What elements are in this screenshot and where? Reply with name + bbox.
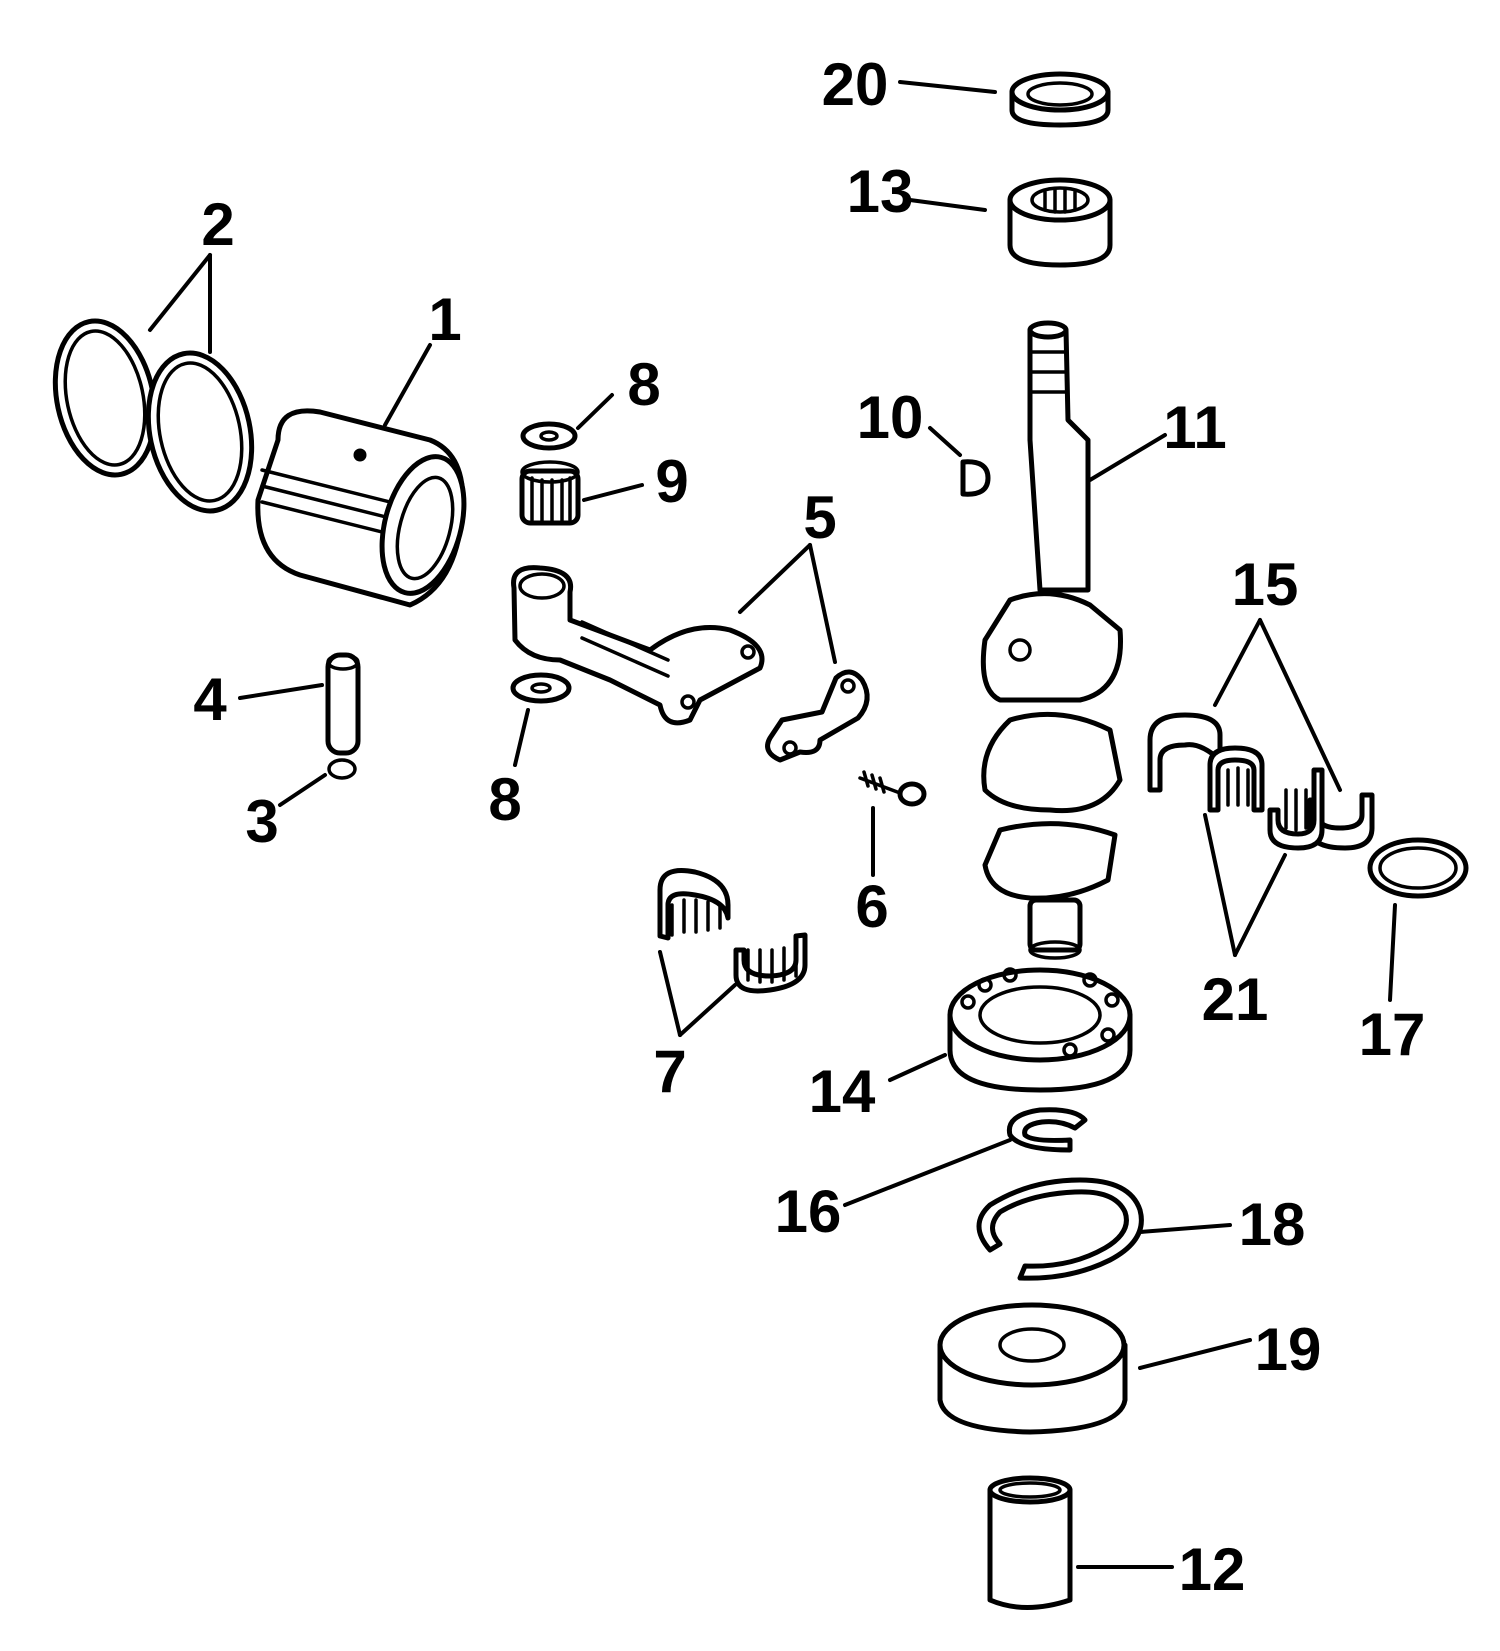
rod-cap-screw [858, 770, 927, 807]
leader-19 [1138, 1338, 1252, 1370]
leader-4 [238, 683, 324, 700]
main-needle-bearing-right [1267, 767, 1325, 851]
main-bearing-half-lower [1307, 792, 1375, 851]
callout-6: 6 [855, 873, 888, 940]
leader-14 [888, 1053, 947, 1082]
callout-4: 4 [193, 666, 227, 733]
leader-5b [808, 543, 837, 664]
callout-5: 5 [803, 484, 836, 551]
leader-21a [1203, 813, 1237, 957]
leader-13 [908, 198, 987, 212]
leader-3 [278, 773, 327, 807]
lower-ball-bearing [947, 967, 1133, 1093]
large-retaining-ring [976, 1177, 1144, 1281]
leader-1 [383, 343, 432, 427]
connecting-rod-cap [765, 669, 870, 763]
callout-16: 16 [775, 1178, 842, 1245]
leader-18 [1138, 1223, 1232, 1234]
piston-ring-lower [145, 350, 255, 514]
rod-needle-bearing-half-right [733, 932, 808, 994]
callout-9: 9 [655, 448, 688, 515]
connecting-rod [511, 565, 765, 726]
callout-3: 3 [245, 788, 278, 855]
leader-lines [148, 80, 1397, 1569]
leader-20 [898, 80, 997, 94]
leader-11 [1088, 433, 1167, 482]
piston [255, 408, 467, 608]
main-needle-bearing-left [1207, 745, 1265, 813]
leader-9 [582, 483, 644, 502]
needle-bearing-small [519, 460, 581, 526]
callout-14: 14 [809, 1058, 876, 1125]
callout-8-upper: 8 [627, 351, 660, 418]
leader-7a [658, 950, 682, 1037]
upper-main-bearing [1007, 177, 1113, 268]
leader-15a [1213, 618, 1262, 707]
callout-labels: 1 2 3 4 5 6 7 8 8 9 10 11 12 13 14 15 16… [193, 51, 1425, 1603]
callout-19: 19 [1255, 1316, 1322, 1383]
leader-17 [1388, 903, 1397, 1002]
callout-21: 21 [1202, 966, 1269, 1033]
leader-15b [1258, 618, 1342, 792]
leader-8a [576, 393, 614, 430]
callout-10: 10 [857, 384, 924, 451]
callout-13: 13 [847, 158, 914, 225]
pin-retainer-clip [327, 758, 357, 780]
lower-bushing [987, 1475, 1073, 1610]
callout-15: 15 [1232, 551, 1299, 618]
callout-1: 1 [428, 286, 461, 353]
callout-17: 17 [1359, 1001, 1426, 1068]
callout-12: 12 [1179, 1536, 1246, 1603]
leader-16 [843, 1138, 1012, 1207]
woodruff-key [960, 459, 991, 497]
callout-7: 7 [653, 1038, 686, 1105]
bearing-retaining-ring [1006, 1107, 1088, 1153]
callout-8-lower: 8 [488, 766, 521, 833]
leader-8b [513, 708, 530, 767]
crankshaft [980, 320, 1123, 960]
thrust-washer-upper [520, 421, 578, 451]
callout-11: 11 [1163, 394, 1226, 461]
leader-5a [738, 543, 812, 614]
leader-7b [678, 983, 737, 1037]
callout-20: 20 [822, 51, 889, 118]
leader-21b [1233, 853, 1287, 957]
thrust-washer-lower [510, 672, 572, 704]
callout-18: 18 [1239, 1191, 1306, 1258]
leader-2a [148, 253, 212, 332]
lower-seal-washer [937, 1302, 1128, 1435]
wrist-pin [325, 652, 361, 756]
callout-2: 2 [201, 191, 234, 258]
leader-10 [928, 426, 962, 457]
upper-seal [1009, 71, 1111, 128]
seal-ring [1367, 837, 1469, 899]
rod-needle-bearing-half-left [657, 868, 731, 941]
